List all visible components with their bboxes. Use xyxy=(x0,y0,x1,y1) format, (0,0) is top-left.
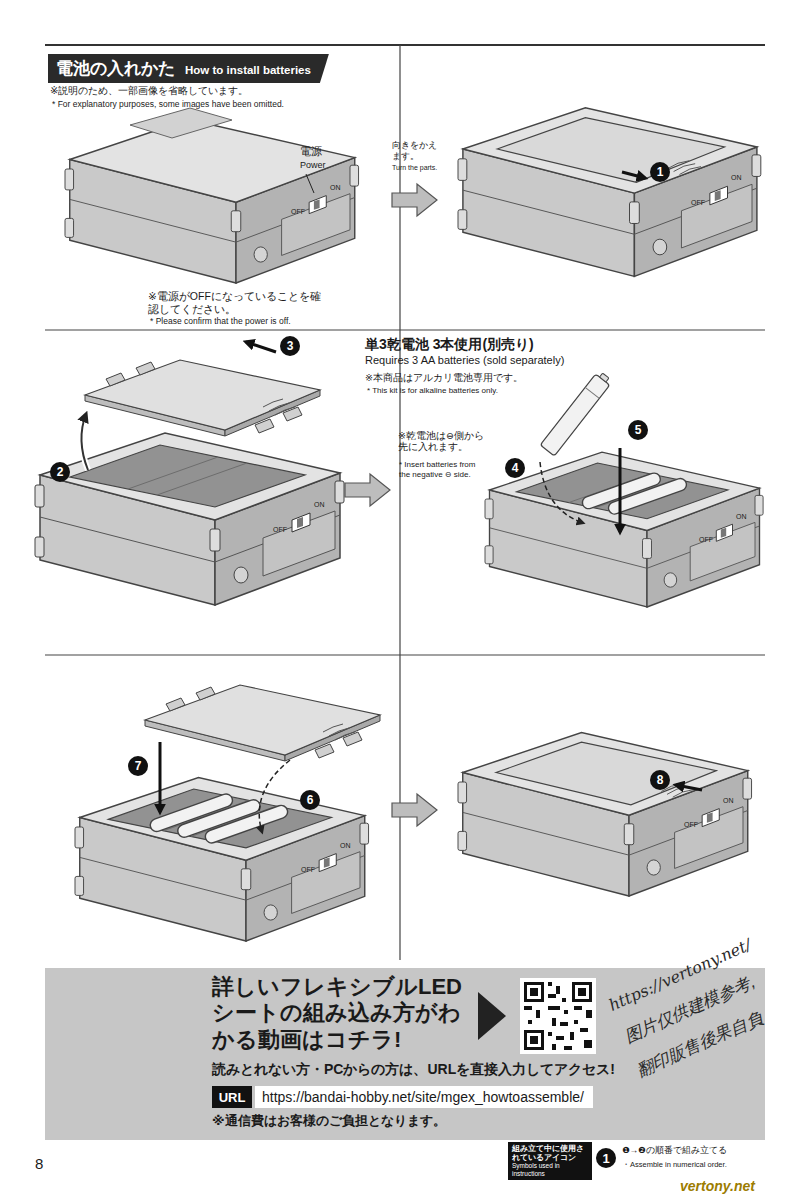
watermark: vertony.net xyxy=(680,1178,755,1195)
switch-label: OFF xyxy=(273,526,287,534)
callout-number: 8 xyxy=(650,770,670,790)
battery-lid xyxy=(145,685,380,761)
instruction-text: 向きをかえます。 xyxy=(392,140,442,162)
icon-key-text: Symbols used in instructions xyxy=(512,1162,588,1177)
page-number: 8 xyxy=(35,1155,43,1173)
switch-label: ON xyxy=(731,174,742,182)
url-tag: URL xyxy=(212,1086,252,1108)
callout-number: 1 xyxy=(650,162,670,182)
aa-battery xyxy=(540,370,613,456)
callout-digit: 7 xyxy=(135,760,142,772)
panel-text: ※通信費はお客様のご負担となります。 xyxy=(212,1112,446,1130)
note-text: ※乾電池は⊖側から先に入れます。 xyxy=(398,430,484,453)
callout-arrow xyxy=(676,785,702,790)
switch-label: ON xyxy=(314,501,325,509)
note-text: ※電源がOFFになっていることを確認してください。 xyxy=(148,290,328,315)
note-text: ※本商品はアルカリ電池専用です。 xyxy=(365,372,523,383)
part-label: Power xyxy=(300,160,326,171)
rule-line xyxy=(45,44,765,46)
note-text: * Please confirm that the power is off. xyxy=(150,316,291,326)
switch-label: ON xyxy=(340,842,351,850)
step-arrow xyxy=(392,794,437,826)
callout-number: 5 xyxy=(628,420,648,440)
callout-digit: 8 xyxy=(657,774,664,786)
switch-label: ON xyxy=(736,513,747,521)
callout-number: 1 xyxy=(596,1148,616,1168)
callout-arrow xyxy=(622,172,645,178)
step-arrow xyxy=(392,184,437,216)
note-text: ※説明のため、一部画像を省略しています。 xyxy=(50,85,248,97)
url-tag-text: URL xyxy=(219,1090,246,1105)
callout-arrow xyxy=(81,414,88,470)
heading-text: Requires 3 AA batteries (sold separately… xyxy=(365,354,564,367)
callout-arrow xyxy=(540,462,583,523)
switch-label: ON xyxy=(330,184,341,192)
callout-number: 7 xyxy=(128,756,148,776)
callout-digit: 1 xyxy=(602,1152,609,1165)
callout-arrow xyxy=(81,414,88,470)
title-text: 電池の入れかた xyxy=(56,59,175,78)
callout-number: 4 xyxy=(505,458,525,478)
title-text: How to install batteries xyxy=(185,64,311,76)
title-band: 電池の入れかた How to install batteries xyxy=(48,54,329,83)
battery-box xyxy=(458,733,752,896)
callout-number: 3 xyxy=(280,336,300,356)
url-text: https://bandai-hobby.net/site/mgex_howto… xyxy=(262,1089,584,1105)
callout-digit: 2 xyxy=(57,466,64,478)
step-arrow xyxy=(345,474,390,506)
battery-box xyxy=(485,452,763,607)
url-field: https://bandai-hobby.net/site/mgex_howto… xyxy=(255,1086,593,1108)
panel-heading: 詳しいフレキシブルLEDシートの組み込み方がわかる動画はコチラ! xyxy=(212,974,470,1053)
callout-arrow xyxy=(246,342,276,352)
icon-key-text: 組み立て中に使用されているアイコン xyxy=(512,1145,588,1162)
note-text: * Insert batteries from the negative ⊖ s… xyxy=(399,460,485,479)
icon-key-text: ❶→❷の順番で組み立てる xyxy=(622,1145,727,1155)
rule-line xyxy=(399,45,400,960)
switch-label: OFF xyxy=(291,208,305,216)
switch-label: OFF xyxy=(301,866,315,874)
heading-text: 単3乾電池 3本使用(別売り) xyxy=(365,336,534,353)
icon-key-text: ・Assemble in numerical order. xyxy=(622,1160,727,1169)
callout-digit: 4 xyxy=(512,462,519,474)
callout-arrow xyxy=(159,742,162,812)
note-text: * This kit is for alkaline batteries onl… xyxy=(367,386,498,396)
callout-digit: 5 xyxy=(635,424,642,436)
rule-line xyxy=(45,329,765,330)
callout-digit: 3 xyxy=(287,340,294,352)
part-label: 電源 xyxy=(300,145,322,158)
switch-label: ON xyxy=(723,797,734,805)
callout-number: 6 xyxy=(300,790,320,810)
icon-key-box: 組み立て中に使用されているアイコンSymbols used in instruc… xyxy=(508,1142,592,1180)
callout-number: 2 xyxy=(50,462,70,482)
note-text: * For explanatory purposes, some images … xyxy=(52,99,284,109)
switch-label: OFF xyxy=(699,536,713,544)
battery-box xyxy=(75,778,369,941)
leader-line xyxy=(306,174,314,193)
callout-digit: 6 xyxy=(307,794,314,806)
battery-box xyxy=(65,120,359,283)
callout-arrow xyxy=(619,448,622,532)
callout-arrow xyxy=(259,760,290,832)
callout-digit: 1 xyxy=(657,166,664,178)
panel-text: 読みとれない方・PCからの方は、URLを直接入力してアクセス! xyxy=(212,1061,615,1079)
rule-line xyxy=(45,654,765,655)
battery-lid xyxy=(85,360,320,436)
switch-label: OFF xyxy=(691,199,705,207)
switch-label: OFF xyxy=(684,821,698,829)
instruction-text: Turn the parts. xyxy=(392,164,437,172)
battery-box xyxy=(458,108,761,277)
lid-plate xyxy=(130,108,232,138)
